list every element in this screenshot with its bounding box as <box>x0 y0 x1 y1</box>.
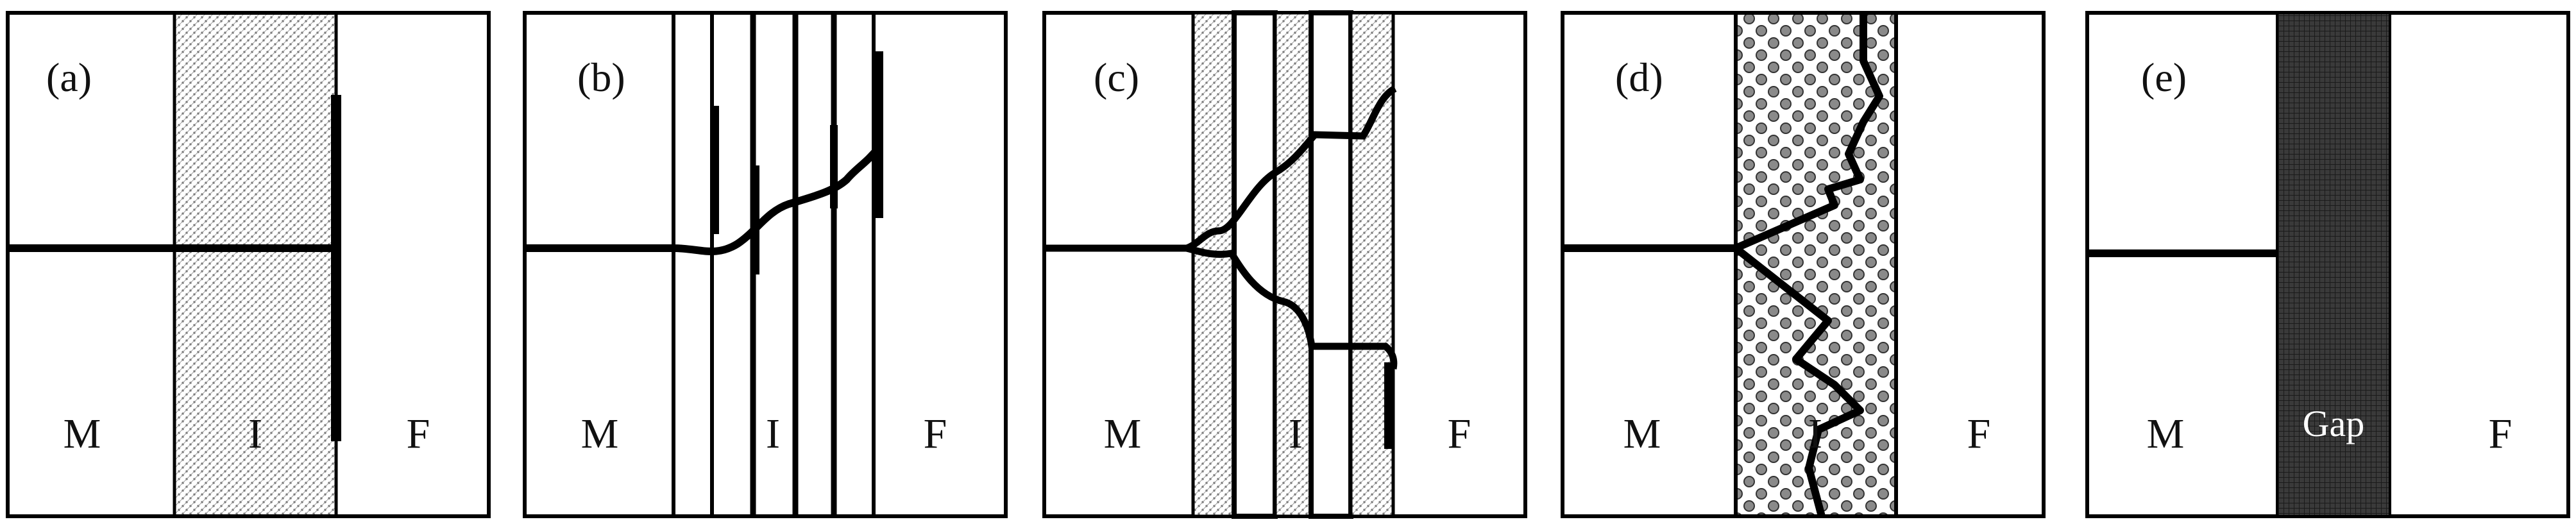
region-label-gap: Gap <box>2303 403 2365 444</box>
panel-e: (e) M Gap F <box>2085 11 2570 518</box>
region-label-left: M <box>2147 410 2185 457</box>
region-label-left: M <box>1623 410 1661 457</box>
panel-label: (b) <box>577 55 625 100</box>
panel-c: (c) M I F <box>1042 10 1527 519</box>
region-label-left: M <box>581 410 619 457</box>
region-label-middle: I <box>1808 410 1822 457</box>
region-label-right: F <box>2489 410 2512 457</box>
region-label-right: F <box>1448 410 1471 457</box>
region-label-left: M <box>64 410 101 457</box>
region-label-right: F <box>407 410 430 457</box>
panel-d: (d) M I F <box>1561 11 2046 518</box>
panel-label: (a) <box>46 55 92 100</box>
region-label-middle: I <box>766 410 780 457</box>
region-label-middle: I <box>1289 410 1303 457</box>
panel-b: (b) M I F <box>523 11 1008 518</box>
region-label-left: M <box>1104 410 1142 457</box>
region-label-right: F <box>924 410 947 457</box>
panel-a: (a) M I F <box>6 11 491 518</box>
region-label-middle: I <box>248 410 262 457</box>
panel-label: (c) <box>1094 55 1139 100</box>
region-label-right: F <box>1967 410 1991 457</box>
panel-label: (d) <box>1615 55 1663 100</box>
panel-label: (e) <box>2141 55 2187 100</box>
